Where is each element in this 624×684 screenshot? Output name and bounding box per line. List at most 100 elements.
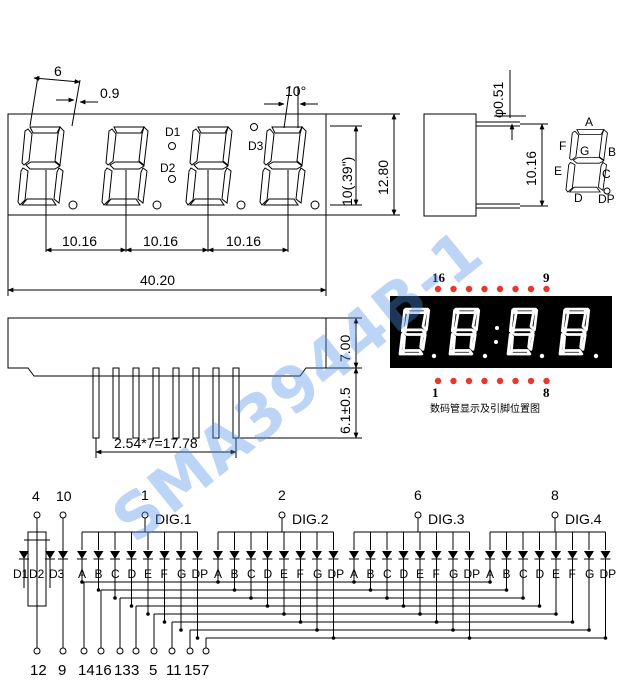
segment-label: G: [585, 567, 594, 581]
pin-dot-top: [481, 285, 488, 293]
digit-label-1: DIG.1: [155, 511, 192, 527]
digit-pin-terminal: [278, 511, 286, 519]
segment-diode: [295, 551, 306, 559]
pin-dot-top: [527, 285, 535, 293]
dim-overall-length: 40.20: [140, 272, 175, 288]
label-d3: D3: [248, 139, 264, 153]
pin-terminal: [59, 511, 67, 519]
side-view: φ0.51 10.16: [423, 70, 548, 217]
dim-digit-height: 10(.39"): [339, 157, 355, 206]
digit-pin-3: 6: [414, 487, 422, 503]
dim-body-thickness: 7.00: [337, 335, 353, 362]
pin-dot-bottom: [450, 377, 457, 385]
digit-pin-4: 8: [551, 487, 559, 503]
pin-terminal: [59, 647, 67, 655]
top-pin-dots: [434, 285, 550, 293]
led-diode-symbol: [19, 551, 29, 559]
digit-label-3: DIG.3: [428, 511, 465, 527]
pin-dot-bottom: [481, 377, 488, 385]
segment-diode: [312, 551, 322, 559]
segment-label: DP: [600, 567, 617, 581]
segment-pin-terminal: [202, 647, 210, 655]
junction-dot: [162, 620, 167, 624]
digit-pin-terminal: [551, 511, 559, 519]
junction-dot: [113, 596, 117, 600]
pin-label-1: 1: [432, 385, 439, 400]
bottom-pin-7: 7: [201, 662, 209, 679]
pin-terminal: [33, 511, 41, 519]
bottom-body-outline: [7, 317, 327, 377]
segment-diode: [415, 551, 425, 559]
legend-b: B: [608, 145, 616, 159]
segment-diode: [192, 551, 203, 559]
segment-diode: [176, 551, 186, 559]
dim-pitch-1: 10.16: [62, 233, 97, 249]
dim-segment-thickness: 0.9: [100, 85, 120, 101]
pin-label-9: 9: [543, 270, 550, 285]
segment-label: DP: [192, 567, 209, 581]
led-diode-symbol: [58, 551, 68, 559]
segment-pin-terminal: [186, 647, 194, 655]
legend-f: F: [559, 139, 566, 153]
segment-label: G: [449, 567, 458, 581]
segment-label: DP: [464, 567, 481, 581]
pin-dot-top: [434, 285, 442, 293]
segment-diode: [518, 551, 528, 559]
top-pin-10: 10: [56, 488, 72, 504]
segment-pin-terminal: [132, 647, 140, 655]
segment-diode: [365, 551, 376, 559]
bottom-pin-12: 12: [30, 662, 47, 679]
segment-diode: [246, 551, 256, 559]
junction-dot: [179, 628, 183, 632]
pin-dot-top: [543, 285, 550, 293]
top-pin-4: 4: [32, 488, 40, 504]
digit-pin-2: 2: [278, 487, 286, 503]
digit-pin-terminal: [414, 511, 422, 519]
segment-pin-terminal: [116, 647, 124, 655]
schematic: 410D1D2D31DIG.1ABCDEFGDP2DIG.2ABCDEFGDP6…: [13, 487, 616, 679]
bottom-view: 7.00 6.1±0.5 2.54*7=17.78: [7, 317, 362, 458]
dim-pitch-2: 10.16: [143, 233, 178, 249]
segment-diode: [110, 551, 120, 559]
junction-dot: [146, 612, 150, 616]
bottom-pin-15: 15: [184, 662, 201, 679]
segment-label: G: [177, 567, 186, 581]
side-body-outline: [423, 113, 477, 217]
legend-d: D: [574, 191, 583, 205]
segment-diode: [229, 551, 240, 559]
pin-dot-top: [465, 285, 473, 293]
bottom-pin-5: 5: [149, 662, 157, 679]
legend-c: C: [602, 167, 611, 181]
segment-diode: [600, 551, 611, 559]
pin-dot-bottom: [496, 377, 504, 385]
segment-diode: [448, 551, 458, 559]
pin-dot-bottom: [512, 377, 519, 385]
dim-side-height: 10.16: [523, 151, 539, 186]
bottom-pin-dots: [434, 377, 550, 385]
segment-diode: [431, 551, 442, 559]
bottom-pin-3: 3: [131, 662, 139, 679]
dim-body-height: 12.80: [375, 160, 391, 195]
junction-dot: [129, 604, 134, 608]
segment-diode: [398, 551, 409, 559]
display-body-outline: [7, 113, 327, 216]
label-d2: D2: [160, 161, 176, 175]
dim-pin-diameter: φ0.51: [490, 81, 506, 118]
segment-diode: [262, 551, 273, 559]
pin-dot-top: [512, 285, 519, 293]
pin-dot-top: [496, 285, 504, 293]
segment-diode: [349, 551, 359, 559]
pin-terminal: [33, 647, 41, 655]
segment-diode: [279, 551, 289, 559]
pin-label-8: 8: [543, 385, 550, 400]
segment-pin-terminal: [150, 647, 158, 655]
junction-dot: [195, 636, 200, 640]
segment-label: G: [313, 567, 322, 581]
digit-pin-1: 1: [141, 487, 149, 503]
bottom-pin-9: 9: [58, 662, 66, 679]
segment-diode: [77, 551, 87, 559]
legend-a: A: [585, 115, 593, 129]
segment-diode: [551, 551, 561, 559]
pin-dot-bottom: [543, 377, 550, 385]
segment-diode: [534, 551, 545, 559]
